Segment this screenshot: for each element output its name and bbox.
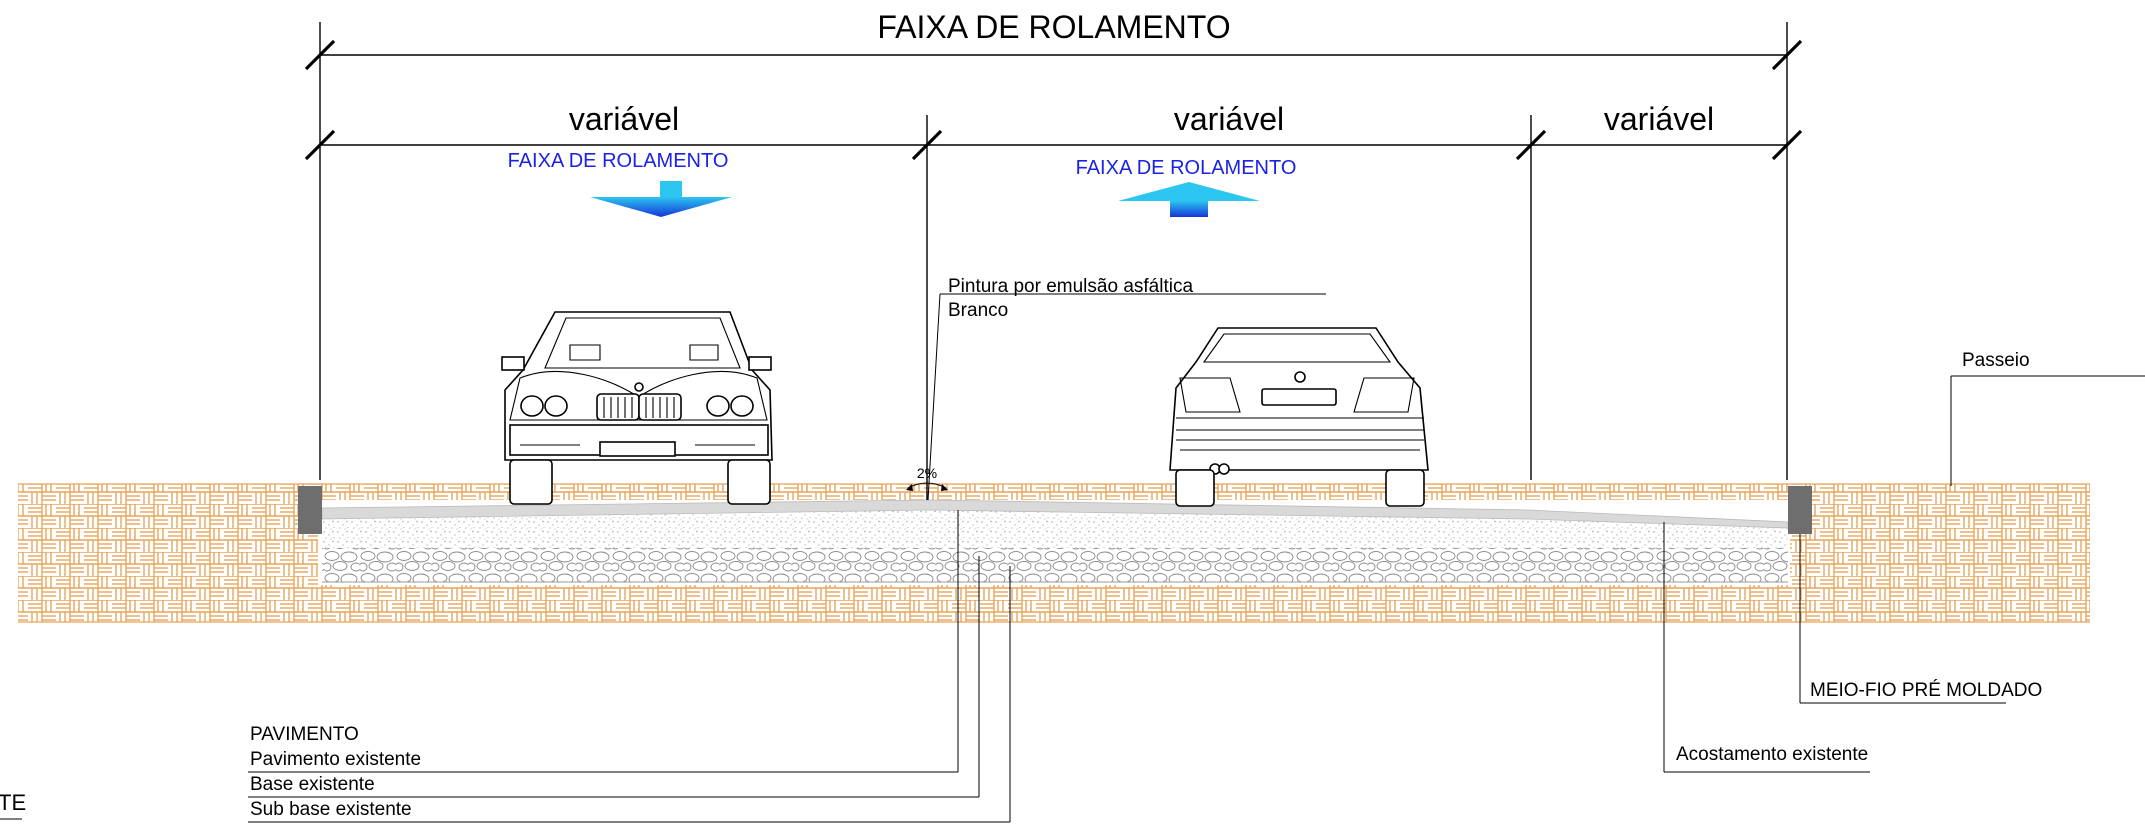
curb-left [298, 486, 322, 534]
pavement-layer-2: Base existente [250, 774, 375, 795]
arrow-down-icon [590, 181, 732, 217]
curb-label: MEIO-FIO PRÉ MOLDADO [1810, 680, 2042, 701]
segment-3-label: variável [1604, 101, 1714, 137]
segment-2-label: variável [1174, 101, 1284, 137]
base-layer [322, 548, 1788, 582]
shoulder-label: Acostamento existente [1676, 744, 1868, 765]
segment-1-label: variável [569, 101, 679, 137]
lane-1-label: FAIXA DE ROLAMENTO [508, 150, 729, 172]
curb-right [1788, 486, 1812, 534]
lane-2-label: FAIXA DE ROLAMENTO [1076, 157, 1297, 179]
paint-note-line-1: Pintura por emulsão asfáltica [948, 276, 1193, 297]
arrow-up-icon [1118, 182, 1260, 217]
paint-note-line-2: Branco [948, 300, 1008, 321]
slope-marker [906, 482, 948, 491]
car-front-view [501, 311, 773, 505]
overall-dimension-label: FAIXA DE ROLAMENTO [877, 9, 1230, 45]
edge-fragment-text: TE [0, 790, 26, 815]
pavement-title: PAVIMENTO [250, 724, 359, 745]
shoulder-leader [1663, 522, 1870, 773]
paint-note-leader [927, 293, 1326, 501]
car-rear-view [1169, 327, 1429, 507]
curb-leader [1799, 534, 2006, 704]
slope-label: 2% [917, 465, 937, 481]
road-structure [318, 499, 1790, 585]
sidewalk-leader [1950, 375, 2145, 486]
pavement-leaders [248, 510, 1011, 823]
pavement-layer-3: Sub base existente [250, 799, 412, 820]
pavement-layer-1: Pavimento existente [250, 749, 421, 770]
sidewalk-label: Passeio [1962, 350, 2030, 371]
dimension-lines [304, 22, 1803, 500]
